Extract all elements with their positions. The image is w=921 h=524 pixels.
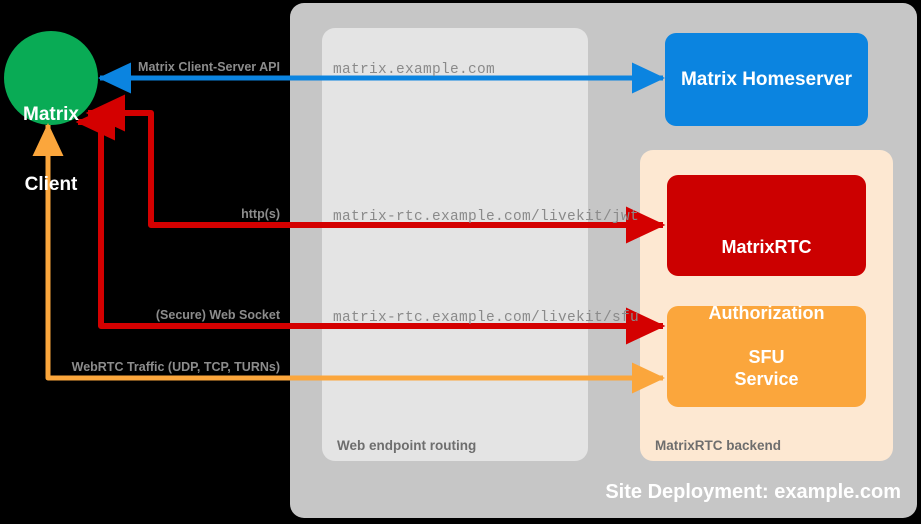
connection-webrtc-traffic-line — [32, 122, 666, 394]
node-matrix-client[interactable] — [4, 31, 98, 125]
node-matrixrtc-authorization-service[interactable] — [667, 175, 866, 276]
node-sfu[interactable] — [667, 306, 866, 407]
group-web-endpoint-routing — [322, 28, 588, 461]
node-matrix-homeserver[interactable] — [665, 33, 868, 126]
